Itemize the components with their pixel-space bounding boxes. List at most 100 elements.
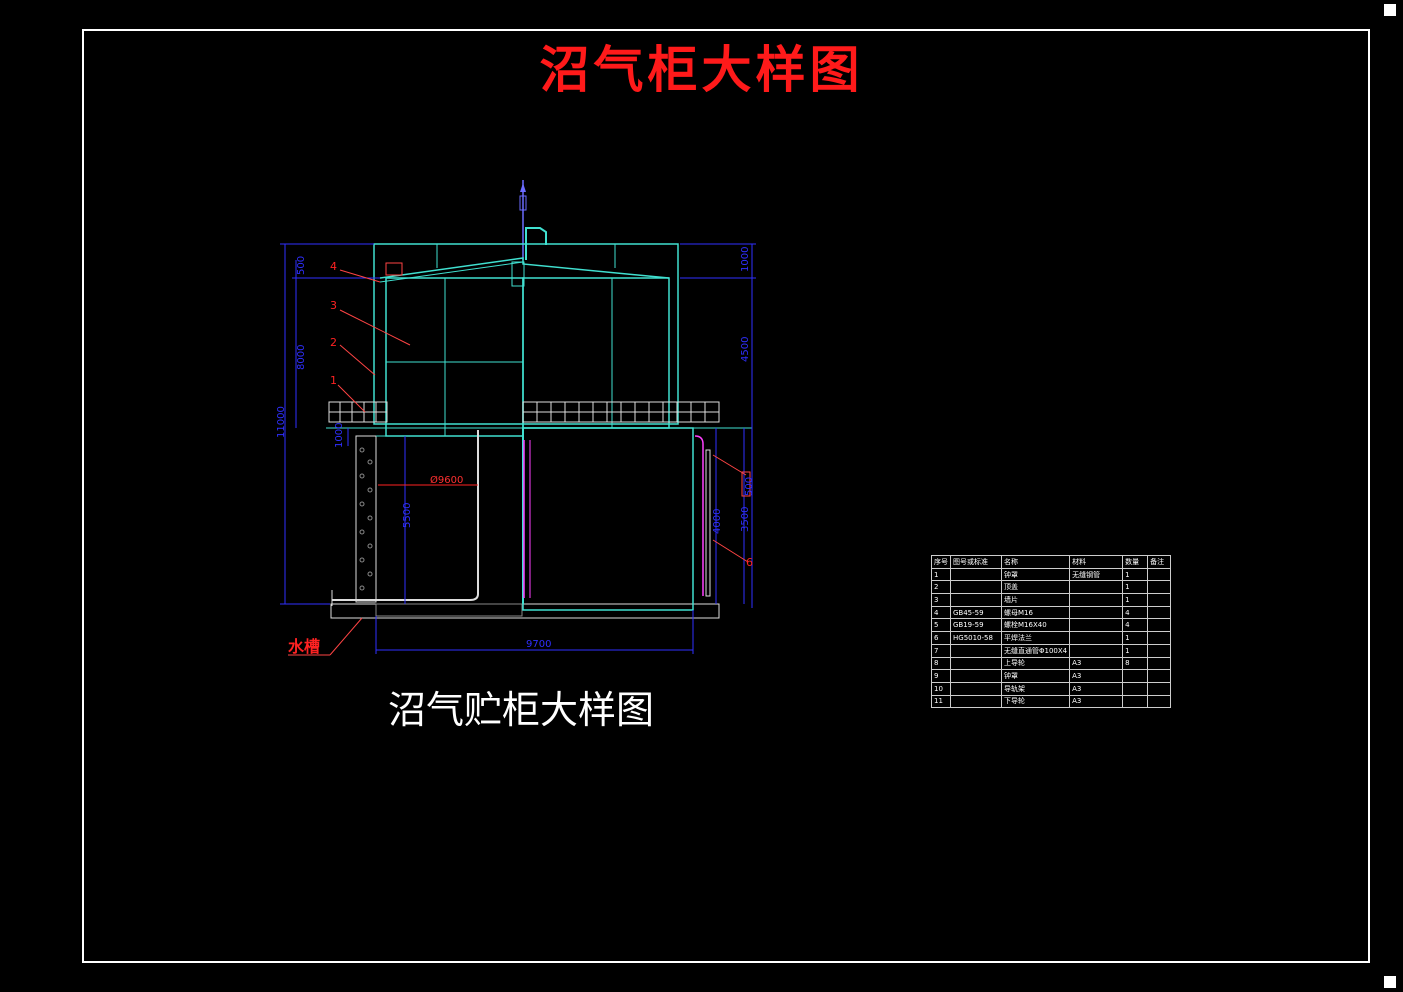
table-cell: A3 [1069,669,1124,683]
table-row: 2 顶盖 1 [931,580,1172,595]
table-cell: 3 [931,593,951,607]
drawing-frame [82,29,1370,963]
table-cell [1147,643,1172,658]
table-cell [1147,567,1172,582]
table-cell: 导轨架 [1000,681,1071,696]
table-cell [1122,669,1149,683]
table-cell: 4 [931,605,951,620]
table-cell [1147,580,1172,595]
table-cell [1147,631,1172,645]
part-label-1: 1 [330,374,337,387]
table-cell: 1 [1122,593,1149,607]
dim-500: 500 [296,256,307,275]
table-cell: 6 [931,631,951,645]
table-cell: 螺栓M16X40 [1000,618,1071,633]
table-cell: 1 [1122,567,1149,582]
table-cell: 1 [931,567,951,582]
dim-500-right: 500 [744,477,755,496]
table-cell [1069,643,1124,658]
table-row: 3 墙片 1 [931,593,1172,607]
table-cell: A3 [1069,694,1124,709]
table-cell [950,643,1002,658]
table-cell: 4 [1122,618,1149,633]
table-cell: 无缝钢管 [1069,567,1124,582]
part-label-2: 2 [330,336,337,349]
table-cell [1147,656,1172,671]
dim-4000: 4000 [712,509,723,534]
table-cell [950,593,1002,607]
table-cell: A3 [1069,656,1124,671]
header-cell: 序号 [931,555,951,569]
dim-3500: 3500 [740,507,751,532]
table-cell: 10 [931,681,951,696]
header-cell: 图号或标准 [950,555,1002,569]
table-cell: 4 [1122,605,1149,620]
table-cell: 顶盖 [1000,580,1071,595]
table-cell: 钟罩 [1000,669,1071,683]
header-cell: 数量 [1122,555,1149,569]
dim-diameter: Ø9600 [430,474,463,486]
table-cell [1147,669,1172,683]
header-cell: 材料 [1069,555,1124,569]
header-cell: 名称 [1000,555,1071,569]
table-cell: 1 [1122,580,1149,595]
dim-4500: 4500 [740,337,751,362]
table-cell: A3 [1069,681,1124,696]
table-cell [950,669,1002,683]
table-cell [1069,593,1124,607]
table-cell: 1 [1122,631,1149,645]
drawing-title: 沼气柜大样图 [539,40,864,99]
table-cell [1147,605,1172,620]
header-cell: 备注 [1147,555,1172,569]
dim-1000: 1000 [740,247,751,272]
dim-9700: 9700 [526,639,551,650]
water-tank-label: 水槽 [288,637,320,656]
table-cell: 墙片 [1000,593,1071,607]
table-header-row: 序号 图号或标准 名称 材料 数量 备注 [931,555,1172,569]
table-cell: 9 [931,669,951,683]
table-cell: 下导轮 [1000,694,1071,709]
table-cell: 2 [931,580,951,595]
table-cell [950,681,1002,696]
table-cell: 8 [931,656,951,671]
table-cell [1069,631,1124,645]
dim-8000: 8000 [296,345,307,370]
frame-corner-mark [1384,4,1396,16]
dim-1000-lower: 1000 [334,423,345,448]
table-cell: GB45-59 [950,605,1002,620]
table-cell [1069,580,1124,595]
table-cell: 螺母M16 [1000,605,1071,620]
table-cell [1147,681,1172,696]
table-cell [1069,605,1124,620]
table-cell [1147,593,1172,607]
table-cell: 上导轮 [1000,656,1071,671]
drawing-subtitle: 沼气贮柜大样图 [388,688,655,732]
table-cell: 无缝直通管Φ100X4 [1000,643,1071,658]
table-cell: 平焊法兰 [1000,631,1071,645]
table-cell: 5 [931,618,951,633]
table-cell [1147,694,1172,709]
dim-11000: 11000 [276,406,287,438]
part-label-6: 6 [746,556,753,569]
table-cell [1122,681,1149,696]
table-cell [950,567,1002,582]
table-cell: HG5010-58 [950,631,1002,645]
part-label-4: 4 [330,260,337,273]
table-cell: GB19-59 [950,618,1002,633]
table-cell: 钟罩 [1000,567,1071,582]
table-cell [1122,694,1149,709]
table-cell [950,580,1002,595]
table-cell [950,656,1002,671]
table-cell: 7 [931,643,951,658]
table-cell [1147,618,1172,633]
